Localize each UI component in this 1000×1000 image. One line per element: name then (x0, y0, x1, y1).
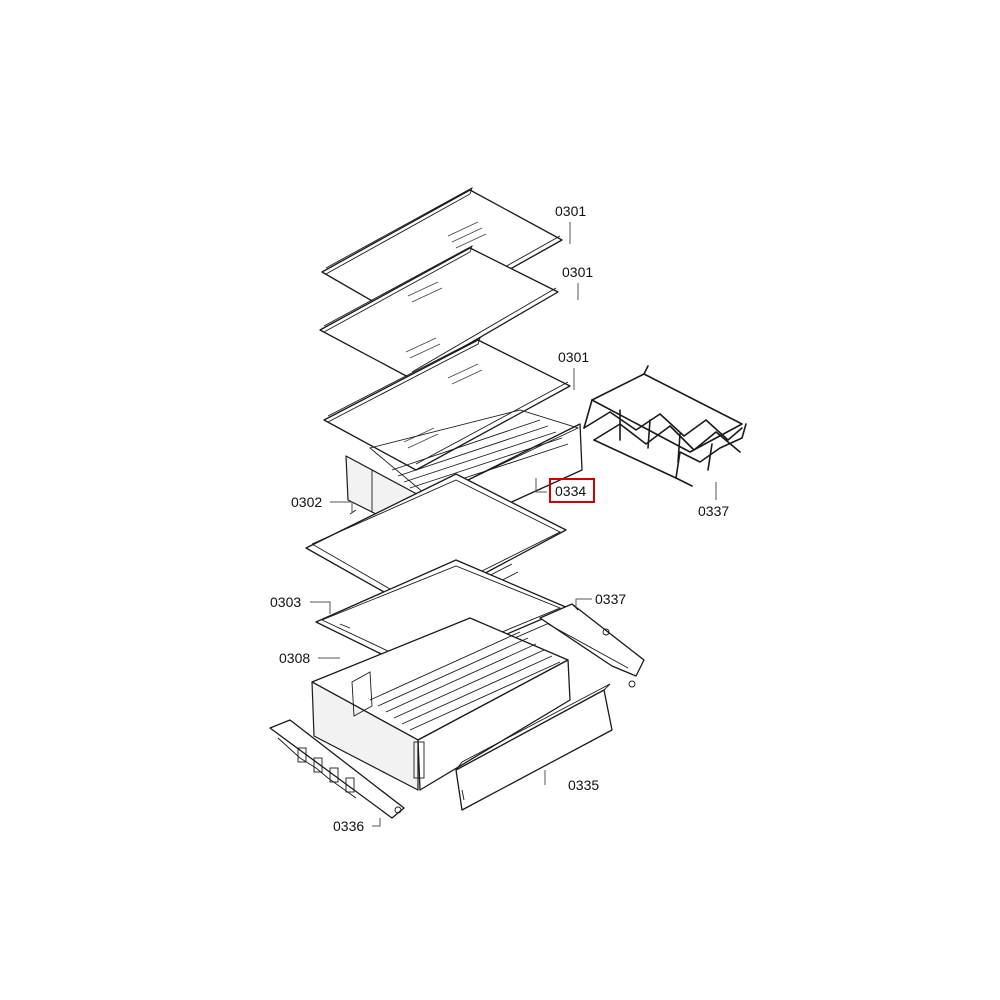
crisper-drawer-lower[interactable] (311, 617, 571, 791)
callout-highlight-box (549, 478, 595, 503)
callout-0337-rack: 0337 (698, 503, 729, 519)
callout-0308: 0308 (279, 650, 310, 666)
callout-0302: 0302 (291, 494, 322, 510)
callout-0335: 0335 (568, 777, 599, 793)
leader-lines (310, 222, 717, 827)
bottle-rack[interactable] (583, 365, 747, 487)
glass-shelf-third[interactable] (323, 337, 571, 471)
callout-0301-top: 0301 (555, 203, 586, 219)
drawer-rail-left[interactable] (269, 719, 405, 819)
callout-0337-rail: 0337 (595, 591, 626, 607)
glass-shelf-second[interactable] (319, 245, 559, 379)
glass-shelf-0302[interactable] (305, 473, 567, 616)
drawer-front-panel[interactable] (455, 683, 613, 811)
callout-0301-second: 0301 (562, 264, 593, 280)
callout-0334[interactable]: 0334 (555, 483, 586, 499)
callout-0301-third: 0301 (558, 349, 589, 365)
callout-0303: 0303 (270, 594, 301, 610)
drawer-rail-right[interactable] (539, 603, 645, 688)
callout-0336: 0336 (333, 818, 364, 834)
